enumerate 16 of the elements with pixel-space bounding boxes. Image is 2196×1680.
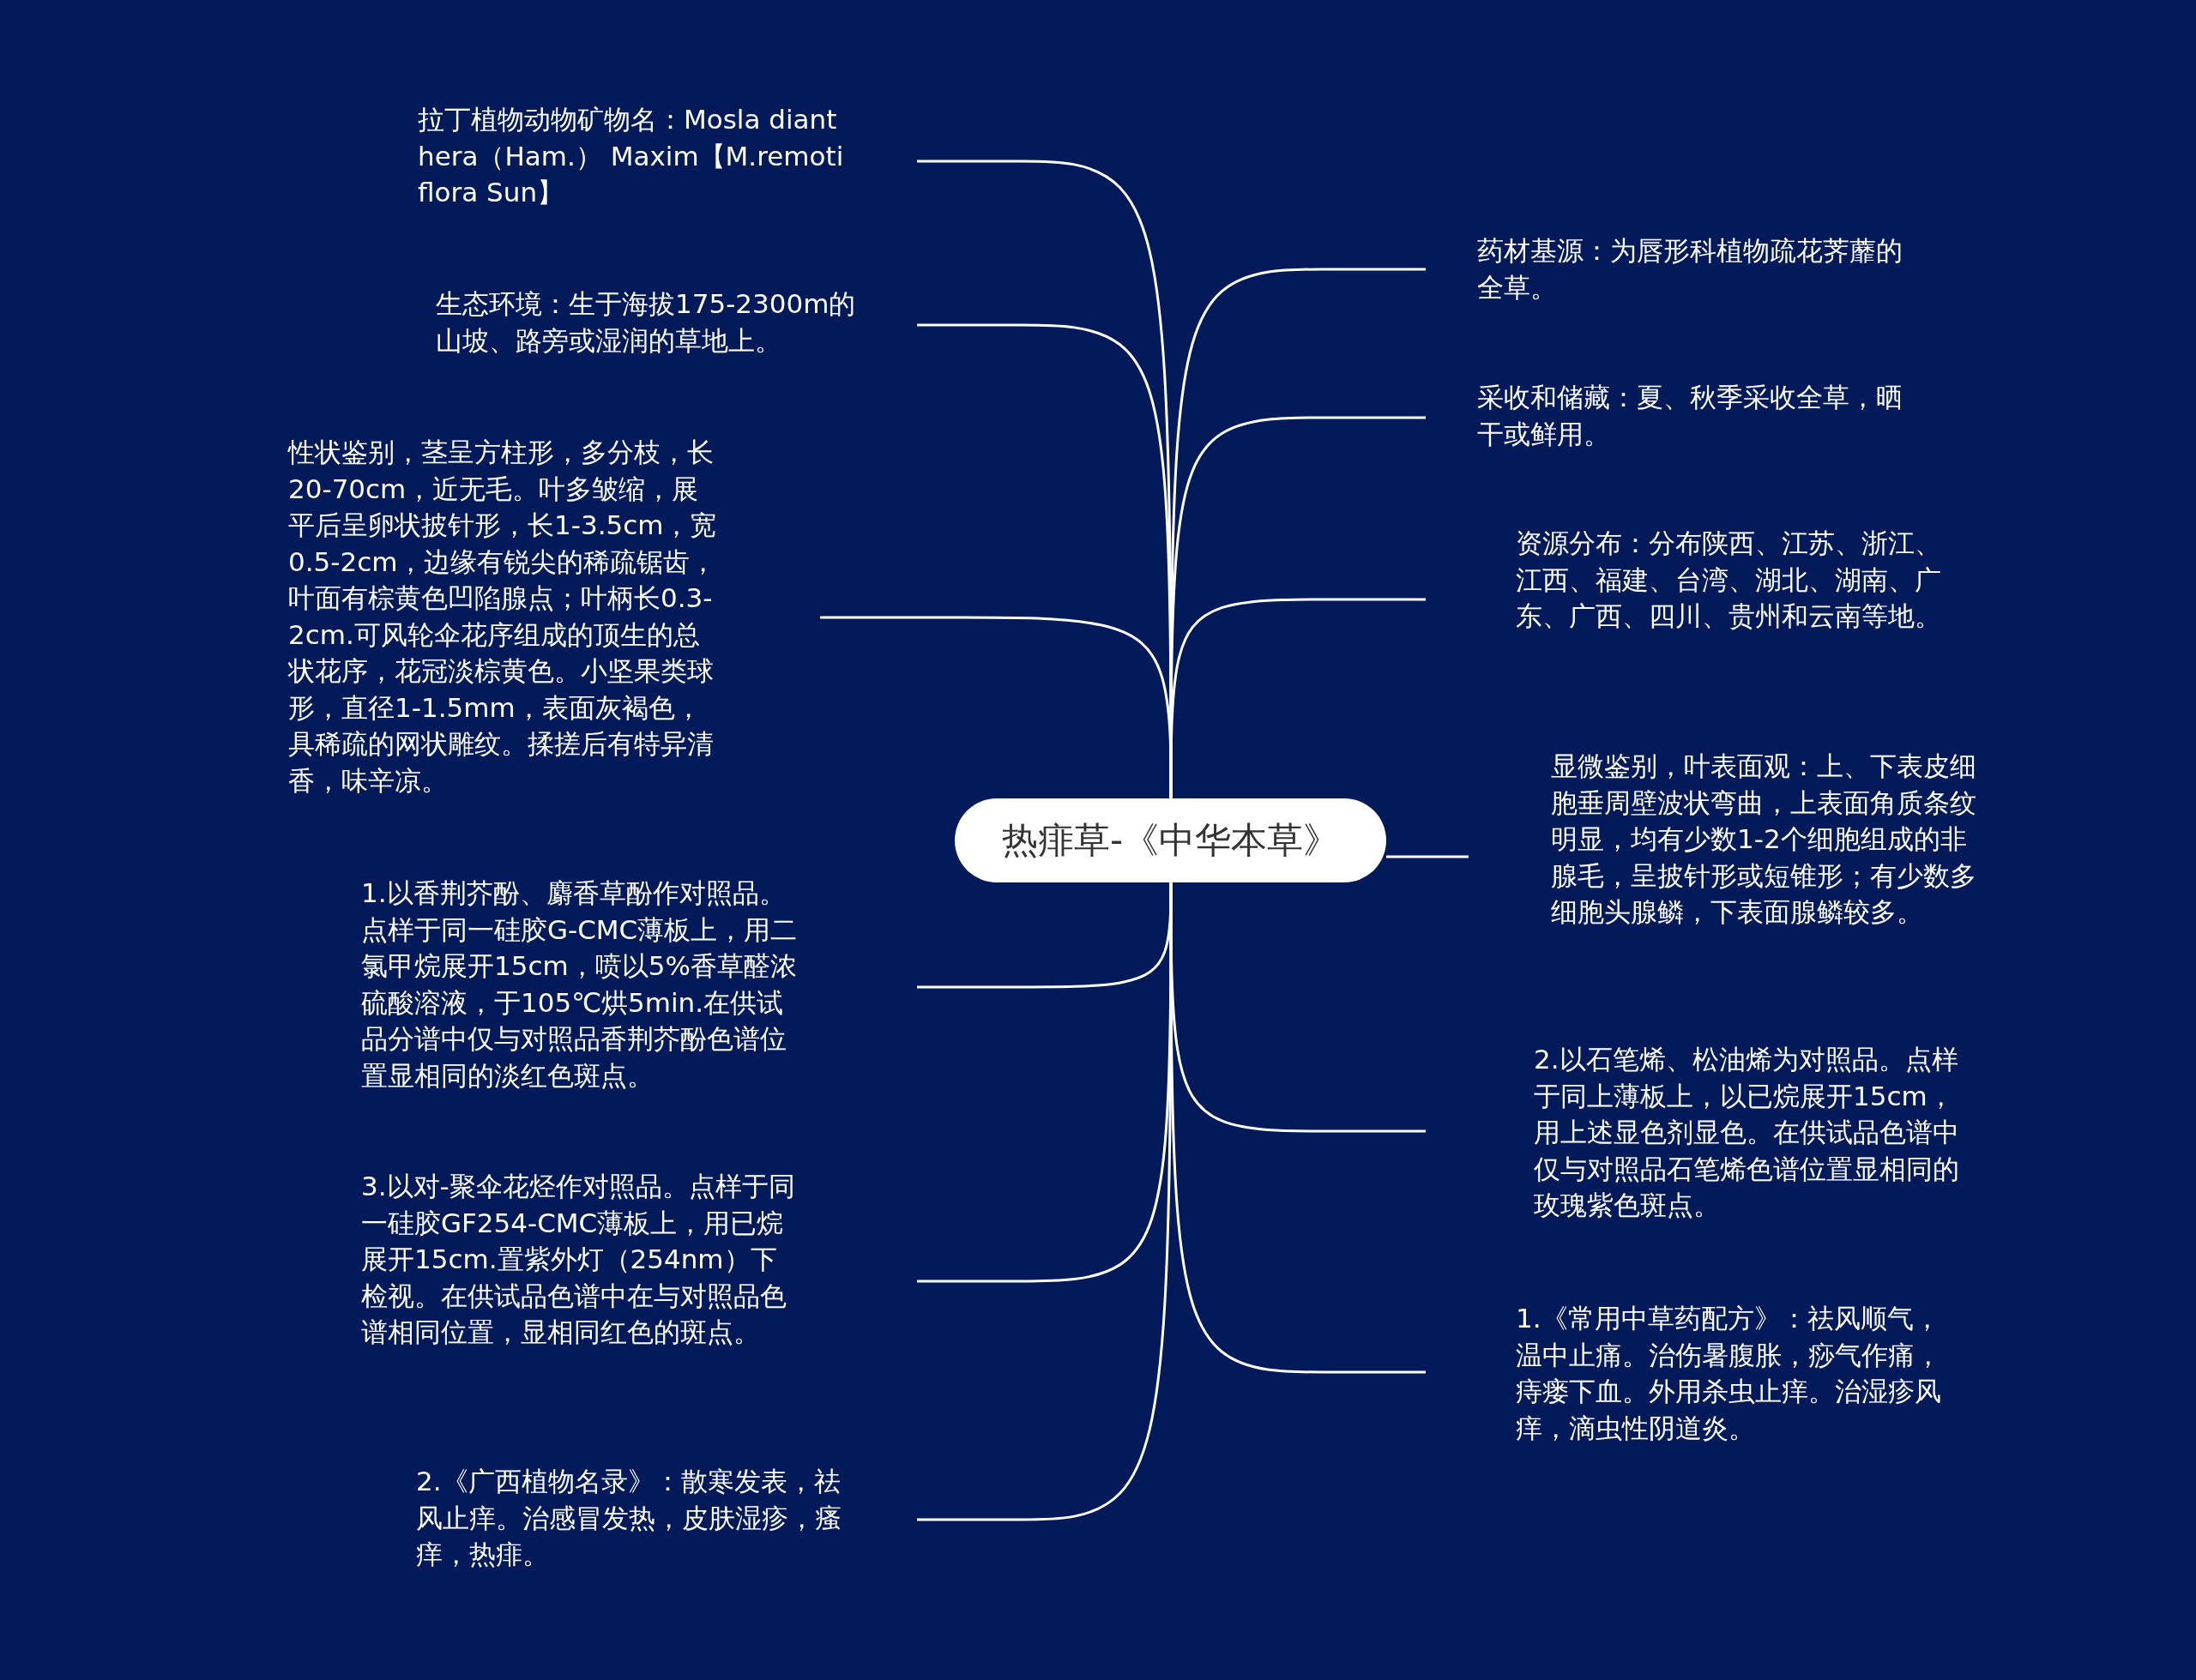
topic-title: 热痱草-《中华本草》 bbox=[1001, 818, 1340, 863]
branch-text: 1.以香荆芥酚、麝香草酚作对照品。点样于同一硅胶G-CMC薄板上，用二氯甲烷展开15cm，喷以5%香草醛浓硫酸溶液，于105℃烘5min.在供试品分谱中仅与对照品香荆芥酚色谱位置显相同的淡红色斑点。 bbox=[361, 876, 799, 1093]
branch-text: 药材基源：为唇形科植物疏花荠蘼的全草。 bbox=[1476, 234, 1903, 304]
branch-text: 3.以对-聚伞花烃作对照品。点样于同一硅胶GF254-CMC薄板上，用已烷展开15cm.置紫外灯（254nm）下检视。在供试品色谱中在与对照品色谱相同位置，显相同红色的斑点。 bbox=[361, 1170, 796, 1349]
branch-text: 1.《常用中草药配方》：祛风顺气，温中止痛。治伤暑腹胀，痧气作痛，痔瘘下血。外用杀虫止痒。治湿疹风痒，滴虫性阴道炎。 bbox=[1515, 1302, 1942, 1445]
branch-text: 2.以石笔烯、松油烯为对照品。点样于同上薄板上，以已烷展开15cm，用上述显色剂显色。在供试品色谱中仅与对照品石笔烯色谱位置显相同的玫瑰紫色斑点。 bbox=[1533, 1043, 1960, 1222]
connector-line bbox=[1169, 598, 1426, 798]
branch-text: 显微鉴别，叶表面观：上、下表皮细胞垂周壁波状弯曲，上表面角质条纹明显，均有少数1-2个细胞组成的非腺毛，呈披针形或短锥形；有少数多细胞头腺鳞，下表面腺鳞较多。 bbox=[1550, 750, 1977, 929]
branch-text: 生态环境：生于海拔175-2300m的山坡、路旁或湿润的草地上。 bbox=[436, 287, 857, 358]
branch-text: 性状鉴别，茎呈方柱形，多分枝，长20-70cm，近无毛。叶多皱缩，展平后呈卵状披针形，长1-3.5cm，宽0.5-2cm，边缘有锐尖的稀疏锯齿，叶面有棕黄色凹陷腺点；叶柄长0.3-2cm.可风轮伞花序组成的顶生的总状花序，花冠淡棕黄色。小坚果类球形，直径1-1.5mm，表面灰褐色，具稀疏的网状雕纹。揉搓后有特异清香，味辛凉。 bbox=[288, 436, 718, 798]
branch-text: 资源分布：分布陕西、江苏、浙江、江西、福建、台湾、湖北、湖南、广东、广西、四川、贵州和云南等地。 bbox=[1515, 527, 1942, 633]
branch-text: 拉丁植物动物矿物名：Mosla dianthera（Ham.） Maxim【M.remotiflora Sun】 bbox=[418, 103, 845, 209]
branch-text: 采收和储藏：夏、秋季采收全草，晒干或鲜用。 bbox=[1476, 381, 1903, 451]
connector-line bbox=[1386, 855, 1469, 858]
branch-text: 2.《广西植物名录》：散寒发表，祛风止痒。治感冒发热，皮肤湿疹，瘙痒，热痱。 bbox=[416, 1465, 842, 1571]
connector-line bbox=[1169, 882, 1426, 1374]
